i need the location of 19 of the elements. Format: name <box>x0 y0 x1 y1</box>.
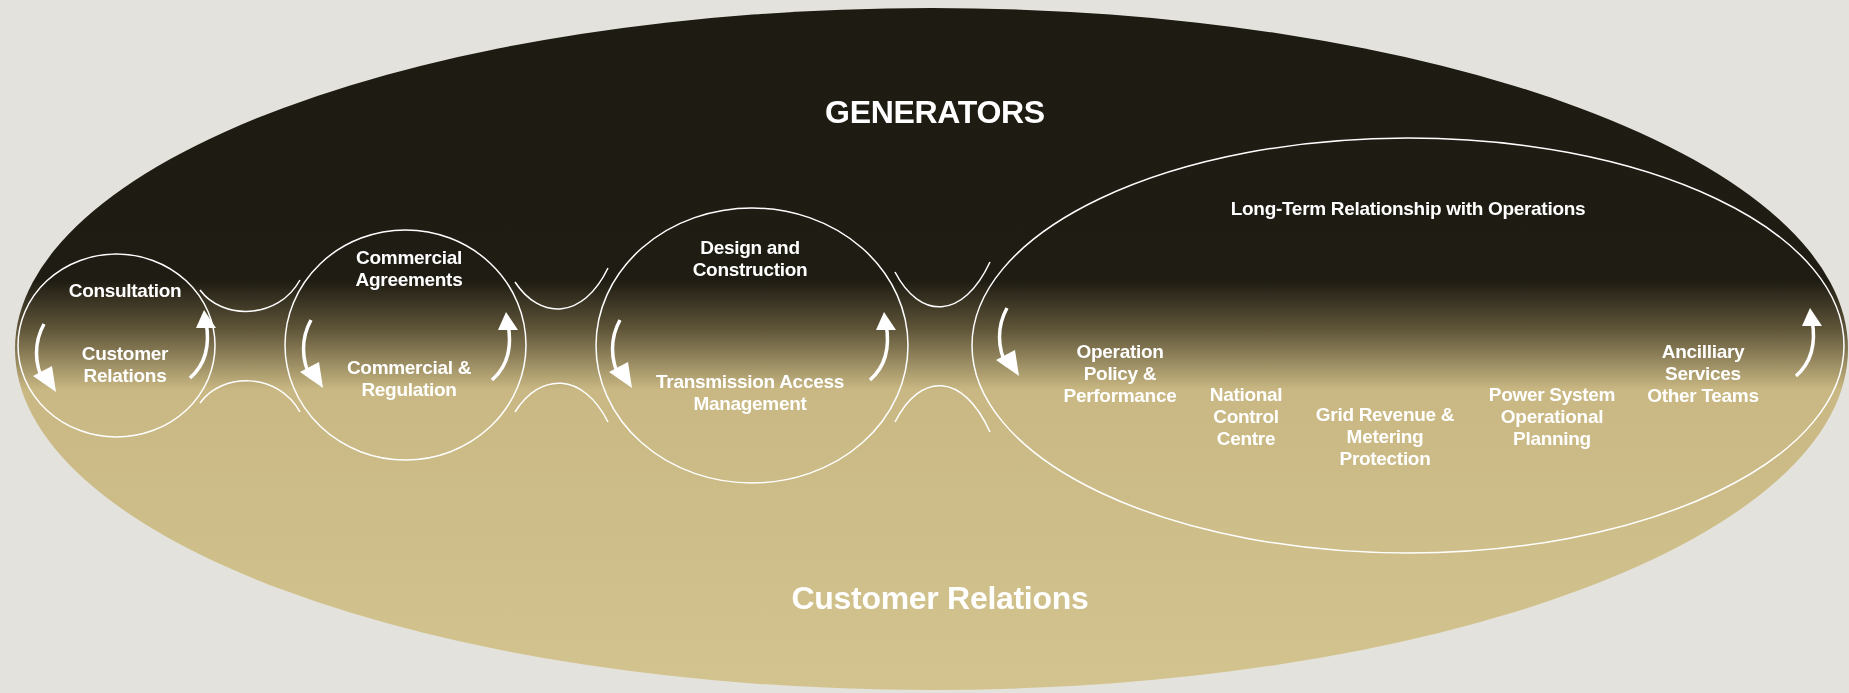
group-heading: Long-Term Relationship with Operations <box>1229 198 1587 220</box>
section-title: GENERATORS <box>824 94 1046 131</box>
stage-ellipse <box>284 229 527 461</box>
stage-ellipse <box>971 137 1845 554</box>
stage-label: Transmission Access Management <box>655 371 845 415</box>
stage-label: Consultation <box>67 280 183 302</box>
stage-ellipse <box>595 207 909 484</box>
stage-label: Power System Operational Planning <box>1487 384 1617 450</box>
stage-label: National Control Centre <box>1208 384 1284 450</box>
stage-label: Customer Relations <box>80 343 170 387</box>
stage-label: Grid Revenue & Metering Protection <box>1315 404 1455 470</box>
outer-ellipse <box>15 8 1848 690</box>
stage-label: Design and Construction <box>691 237 809 281</box>
stage-ellipse <box>17 253 216 438</box>
stage-label: Operation Policy & Performance <box>1062 341 1178 407</box>
stage-label: Commercial & Regulation <box>345 357 473 401</box>
stage-label: Commercial Agreements <box>354 247 464 291</box>
section-title: Customer Relations <box>790 580 1090 617</box>
stage-label: Ancilliary Services Other Teams <box>1646 341 1760 407</box>
